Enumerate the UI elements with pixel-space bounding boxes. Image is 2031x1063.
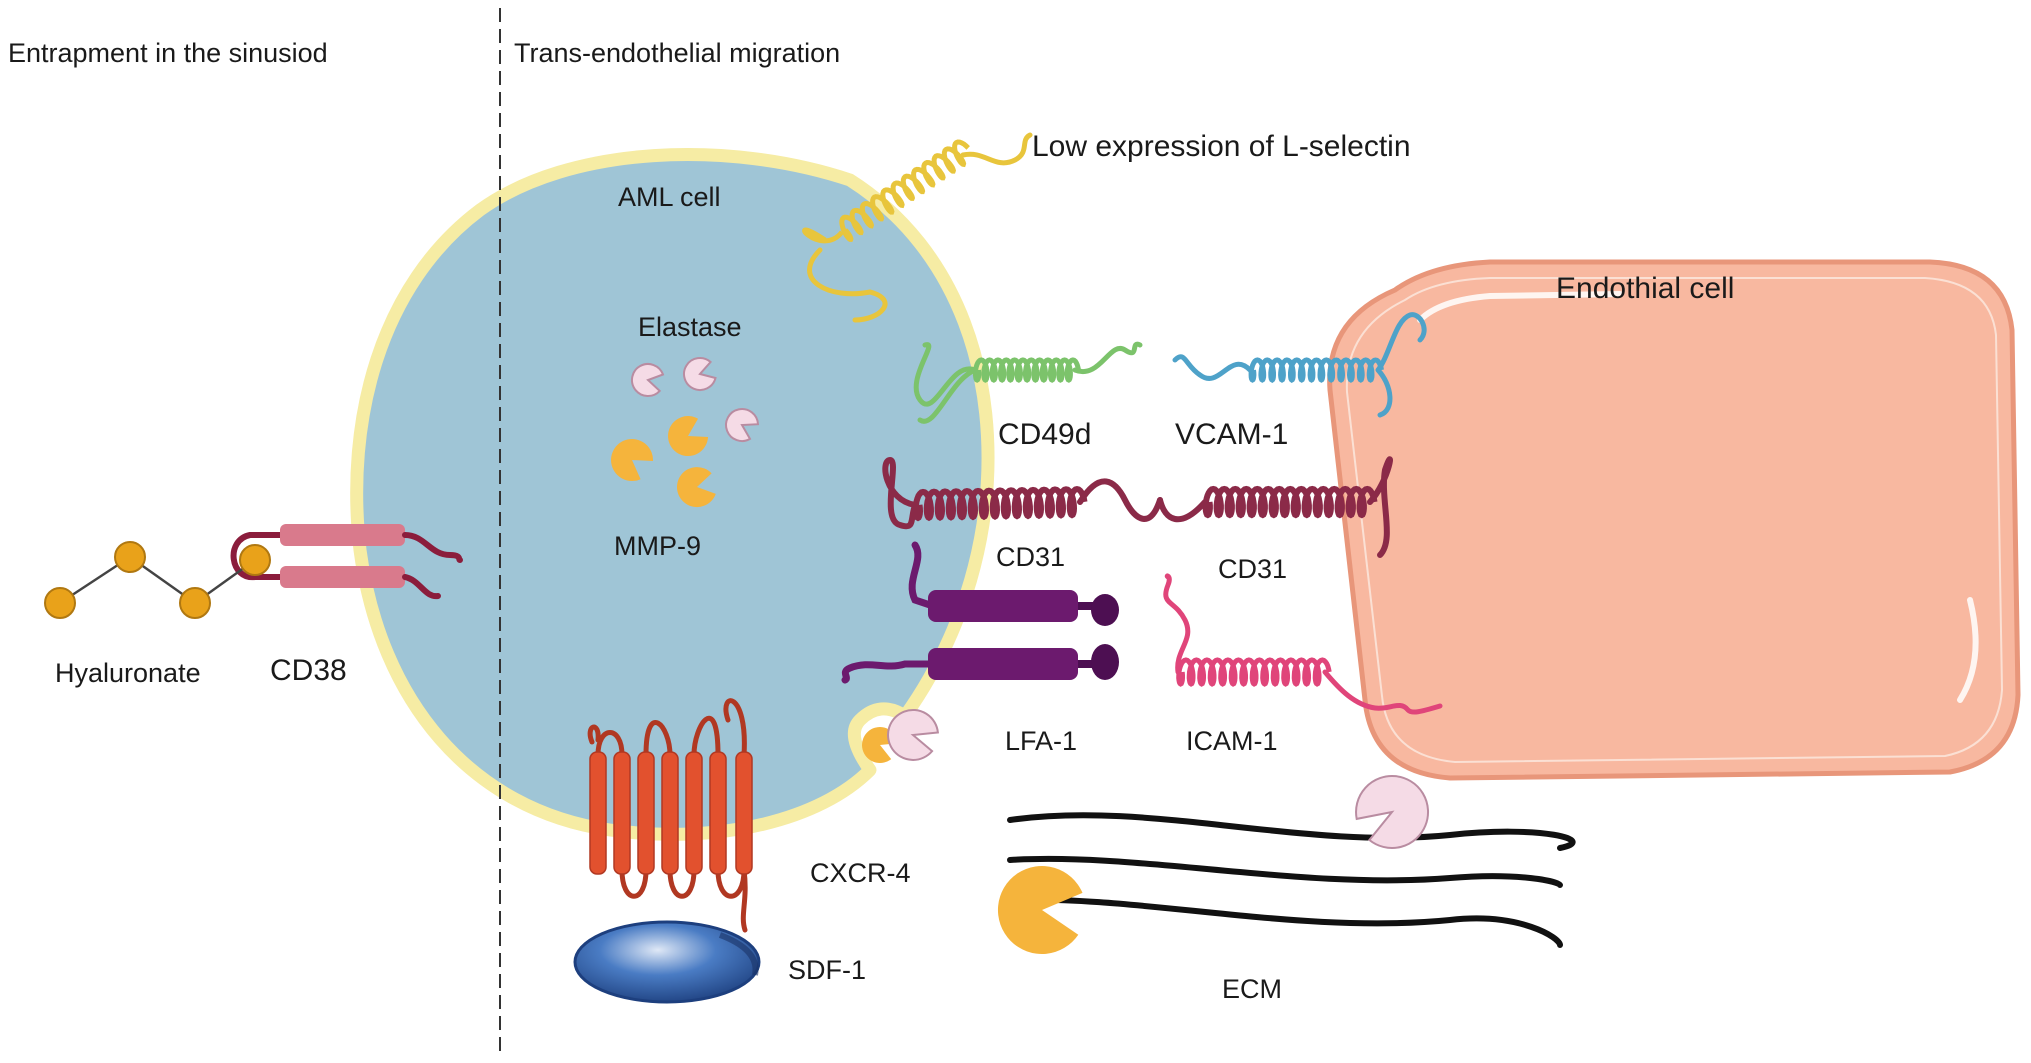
cd31-molecule-left — [882, 456, 1163, 530]
ecm-proteases — [997, 775, 1429, 954]
elastase-enzyme — [683, 357, 717, 391]
sdf1-ligand — [573, 920, 761, 1004]
cxcr4-helix — [709, 751, 727, 875]
lfa1-label: LFA-1 — [1005, 726, 1077, 756]
cxcr4-helix — [685, 751, 703, 875]
cd38-molecule — [230, 524, 463, 600]
cxcr4-loops — [587, 698, 748, 933]
protease-group — [611, 357, 760, 508]
cd49d-molecule — [913, 341, 1143, 424]
elastase-enzyme — [631, 363, 665, 398]
aml-cell — [350, 148, 995, 841]
cd31-left-label: CD31 — [996, 542, 1065, 572]
cxcr4-receptor — [587, 698, 753, 933]
l-selectin-label: Low expression of L-selectin — [1032, 130, 1411, 163]
cxcr4-helix — [735, 751, 753, 875]
icam1-molecule — [1163, 573, 1443, 715]
mmp9-enzyme — [611, 439, 654, 482]
cd49d-label: CD49d — [998, 418, 1091, 451]
cd38-label: CD38 — [270, 654, 347, 687]
mmp9-enzyme — [668, 416, 708, 457]
cd31-molecule-right — [1157, 456, 1393, 558]
endothelial-cell — [1327, 259, 2021, 781]
icam1-label: ICAM-1 — [1186, 726, 1278, 756]
ecm-label: ECM — [1222, 974, 1282, 1004]
aml-cell-label: AML cell — [618, 182, 721, 212]
cd31-right-label: CD31 — [1218, 554, 1287, 584]
hyaluronate-label: Hyaluronate — [55, 658, 201, 688]
cxcr4-helix — [589, 751, 607, 875]
mmp9-label: MMP-9 — [614, 531, 701, 561]
membrane-protease-pair — [861, 708, 939, 764]
endothelial-cell-label: Endothial cell — [1556, 272, 1734, 305]
sdf1-label: SDF-1 — [788, 955, 866, 985]
vcam1-label: VCAM-1 — [1175, 418, 1288, 451]
lfa1-molecule — [841, 541, 1119, 684]
ecm-fibers — [1007, 812, 1576, 948]
cxcr4-helix — [613, 751, 631, 875]
hyaluronate-chain — [44, 541, 271, 619]
cxcr4-helix — [661, 751, 679, 875]
cxcr4-helix — [637, 751, 655, 875]
l-selectin-molecule — [802, 132, 1033, 323]
elastase-label: Elastase — [638, 312, 742, 342]
left-panel-title: Entrapment in the sinusiod — [8, 38, 328, 68]
cxcr4-label: CXCR-4 — [810, 858, 911, 888]
vcam1-molecule — [1172, 312, 1427, 418]
right-panel-title: Trans-endothelial migration — [514, 38, 840, 68]
mmp9-enzyme — [677, 467, 716, 508]
elastase-enzyme — [725, 408, 760, 442]
